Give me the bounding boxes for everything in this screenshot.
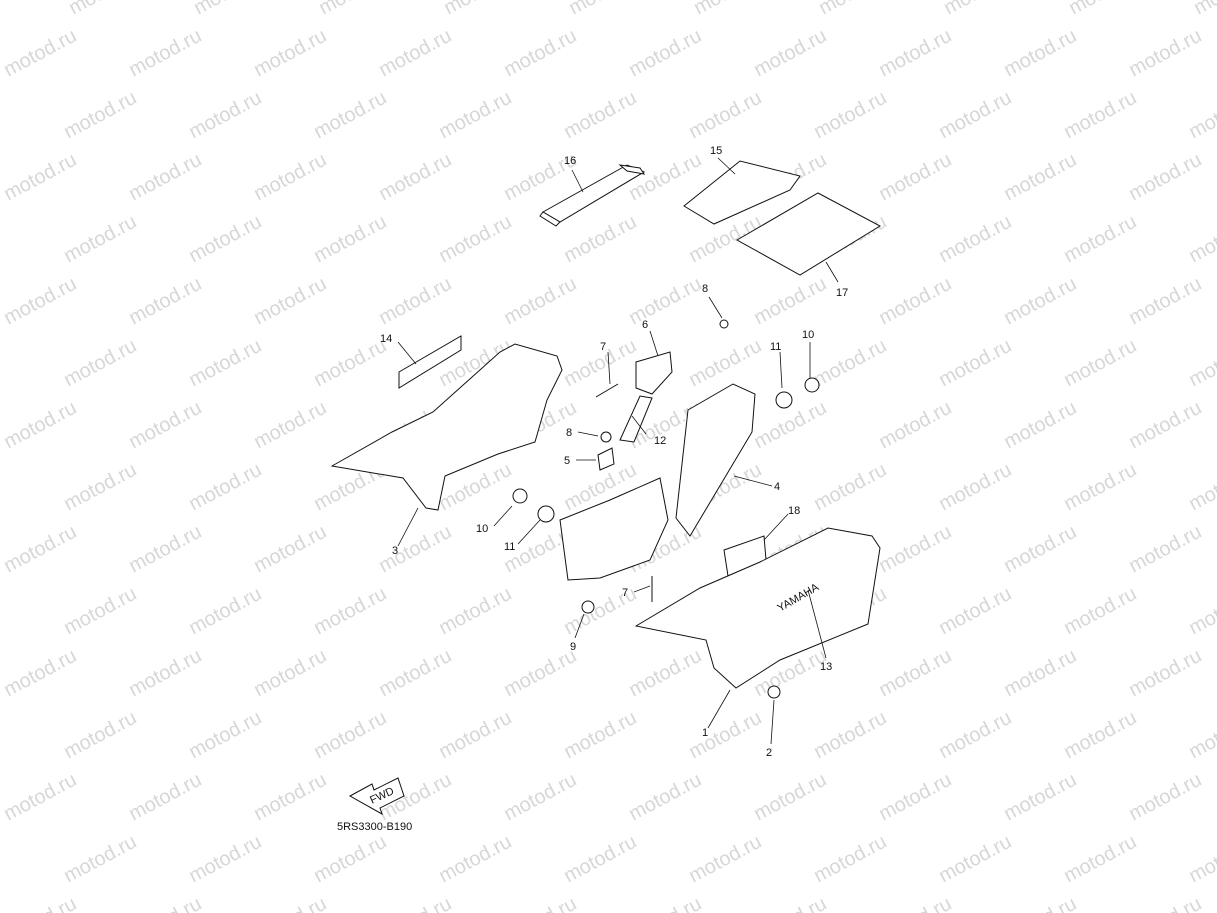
label-13: 13 [820, 661, 832, 673]
label-14: 14 [380, 333, 392, 345]
part-14-label[interactable] [398, 335, 462, 389]
label-11b: 11 [504, 541, 515, 553]
part-labels: 16 15 17 14 8 6 7 11 10 8 12 5 4 10 11 3… [380, 145, 848, 759]
label-2: 2 [766, 747, 772, 759]
label-7b: 7 [622, 587, 628, 599]
part-3-left-side-cover[interactable] [330, 343, 563, 511]
label-8a: 8 [702, 283, 708, 295]
part-8-grommet [600, 431, 612, 443]
label-10a: 10 [802, 329, 814, 341]
part-9-nut [581, 600, 595, 614]
label-9: 9 [570, 641, 576, 653]
part-15-tool-bag[interactable] [683, 160, 801, 225]
part-10-bolt-left [512, 488, 528, 504]
part-2-screw [767, 685, 781, 699]
part-11-grommet-right [775, 391, 793, 409]
part-1-right-side-cover[interactable]: YAMAHA [634, 527, 881, 689]
part-11-grommet-left [537, 505, 555, 523]
battery-box[interactable] [559, 477, 669, 581]
label-3: 3 [392, 545, 398, 557]
label-11a: 11 [770, 341, 781, 353]
leader-lines [397, 157, 839, 745]
part-7-pin-top [595, 383, 619, 398]
label-1: 1 [702, 727, 708, 739]
part-16-strap[interactable] [539, 164, 646, 227]
fasteners [512, 319, 820, 699]
label-4: 4 [774, 481, 780, 493]
fwd-arrow-icon: FWD [348, 777, 405, 816]
label-10b: 10 [476, 523, 488, 535]
part-17-manual[interactable] [735, 192, 882, 276]
part-4-bracket[interactable] [675, 383, 756, 537]
diagram-code: 5RS3300-B190 [337, 821, 413, 833]
label-7a: 7 [600, 341, 606, 353]
label-16: 16 [564, 155, 576, 167]
label-17: 17 [836, 287, 848, 299]
part-10-bolt-right [804, 377, 820, 393]
label-18: 18 [788, 505, 800, 517]
part-6-bracket[interactable] [635, 351, 673, 395]
label-12: 12 [654, 435, 666, 447]
label-5: 5 [564, 455, 570, 467]
part-12-band[interactable] [619, 395, 653, 443]
label-6: 6 [642, 319, 648, 331]
part-8-grommet-top [719, 319, 729, 329]
part-5-clip [597, 447, 615, 471]
label-8b: 8 [566, 427, 572, 439]
label-15: 15 [710, 145, 722, 157]
